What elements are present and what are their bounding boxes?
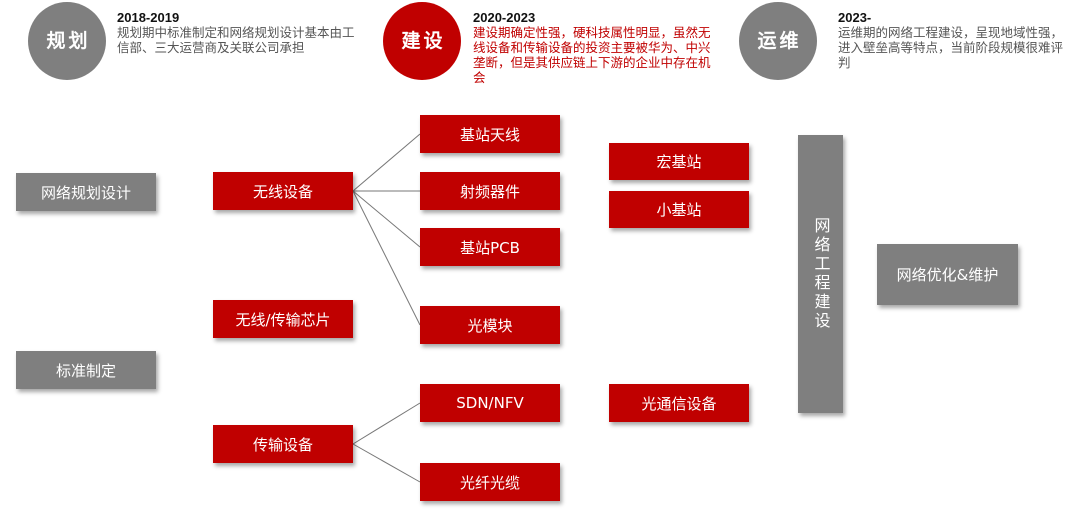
connector: [352, 443, 421, 483]
phase-text: 规划期中标准制定和网络规划设计基本由工信部、三大运营商及关联公司承担: [117, 25, 355, 55]
connector: [352, 133, 421, 192]
badge-char: 建: [401, 30, 421, 52]
phase-year: 2018-2019: [117, 10, 180, 25]
box-fiber-cable: 光纤光缆: [420, 463, 560, 501]
phase-text: 建设期确定性强，硬科技属性明显，虽然无线设备和传输设备的投资主要被华为、中兴垄断…: [473, 25, 711, 85]
badge-char: 运: [757, 30, 777, 52]
box-network-engineering: 网络工程建设: [798, 135, 843, 413]
box-optical-module: 光模块: [420, 306, 560, 344]
phase-year: 2023-: [838, 10, 872, 25]
phase-badge-planning: 规划: [28, 2, 106, 80]
box-wireless-equipment: 无线设备: [213, 172, 353, 210]
box-standards: 标准制定: [16, 351, 156, 389]
phase-badge-construction: 建设: [383, 2, 461, 80]
phase-year: 2020-2023: [473, 10, 536, 25]
badge-char: 规: [46, 30, 66, 52]
box-chips: 无线/传输芯片: [213, 300, 353, 338]
box-macro-station: 宏基站: [609, 143, 749, 180]
box-optical-comm: 光通信设备: [609, 384, 749, 422]
box-optimization-maintenance: 网络优化&维护: [877, 244, 1018, 305]
badge-char: 划: [68, 30, 88, 52]
phase-text: 运维期的网络工程建设，呈现地域性强，进入壁垒高等特点，当前阶段规模很难评判: [838, 25, 1064, 70]
box-sdn-nfv: SDN/NFV: [420, 384, 560, 422]
box-antenna: 基站天线: [420, 115, 560, 153]
phase-operation: 2023-运维期的网络工程建设，呈现地域性强，进入壁垒高等特点，当前阶段规模很难…: [838, 10, 1073, 70]
box-small-station: 小基站: [609, 191, 749, 228]
badge-char: 维: [779, 30, 799, 52]
badge-char: 设: [423, 30, 443, 52]
box-rf: 射频器件: [420, 172, 560, 210]
box-pcb: 基站PCB: [420, 228, 560, 266]
connector: [352, 402, 421, 445]
box-transmission-equipment: 传输设备: [213, 425, 353, 463]
phase-badge-operation: 运维: [739, 2, 817, 80]
connector: [352, 190, 421, 326]
box-network-planning: 网络规划设计: [16, 173, 156, 211]
connector: [352, 190, 421, 248]
